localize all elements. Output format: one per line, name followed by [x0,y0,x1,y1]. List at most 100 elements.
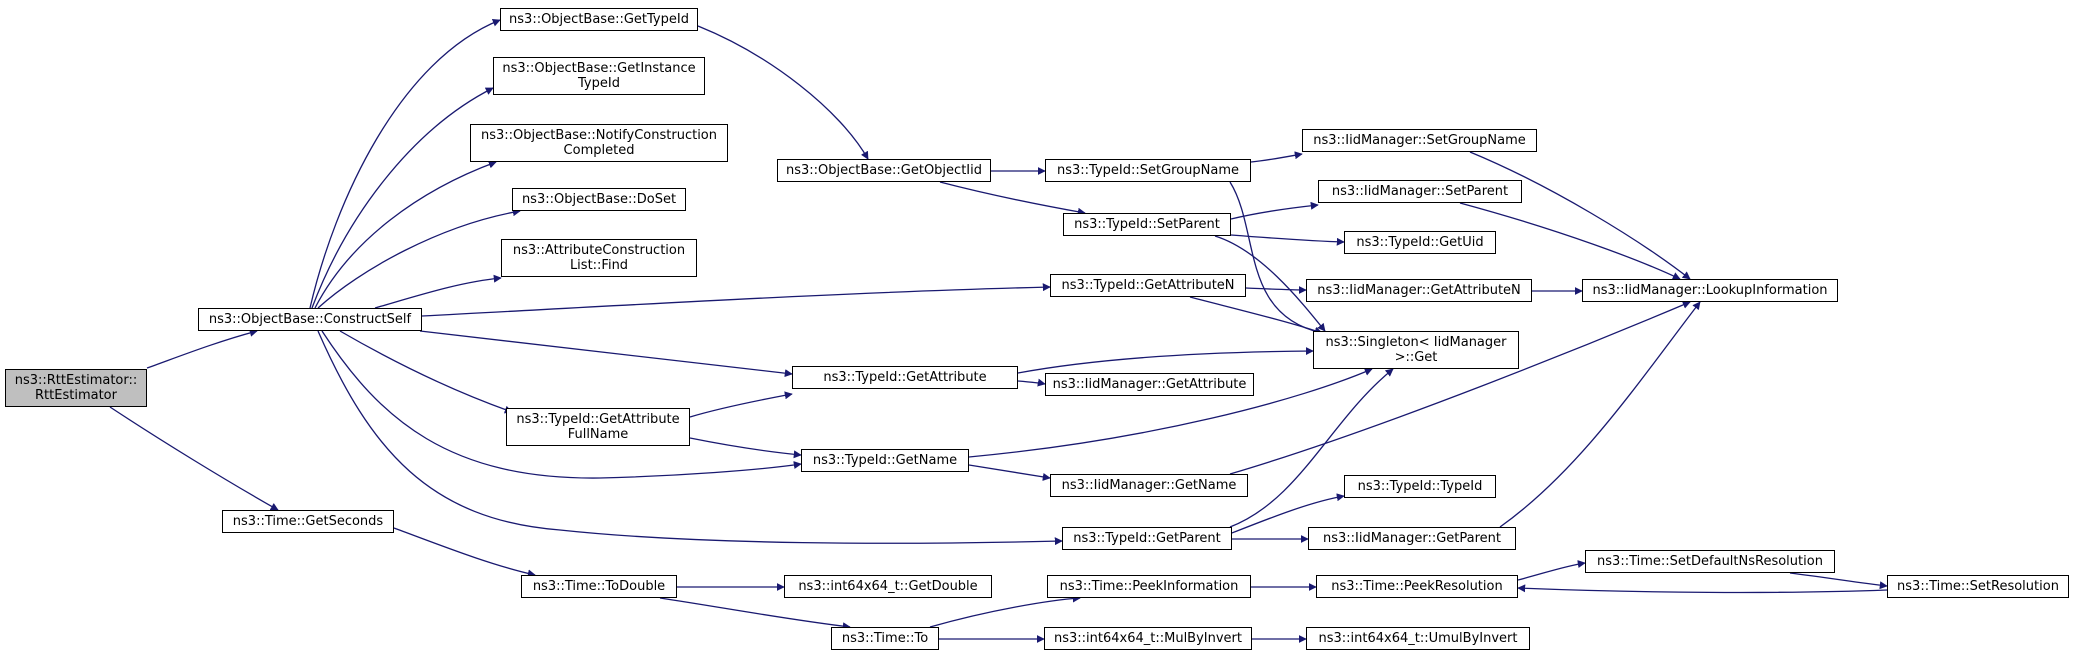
node-typeid-set-parent[interactable]: ns3::TypeId::SetParent [1063,213,1231,236]
edge-typeid-get-attribute-n-to-iid-get-attribute-n [1245,285,1307,294]
node-get-object-iid[interactable]: ns3::ObjectBase::GetObjectIid [777,159,991,182]
node-iid-get-attribute[interactable]: ns3::IidManager::GetAttribute [1045,373,1254,396]
node-label: ns3::ObjectBase::GetTypeId [509,12,689,27]
node-typeid-get-attribute-full-name[interactable]: ns3::TypeId::GetAttribute FullName [506,408,690,446]
node-label: ns3::Time::ToDouble [532,579,666,594]
node-time-set-default-ns-resolution[interactable]: ns3::Time::SetDefaultNsResolution [1585,550,1835,573]
node-label: ns3::ObjectBase::NotifyConstruction [481,128,717,143]
node-int64-get-double[interactable]: ns3::int64x64_t::GetDouble [784,575,992,598]
node-label: ns3::IidManager::GetAttribute [1052,377,1247,392]
edge-construct-self-to-typeid-get-attribute-full-name [339,330,513,414]
node-construct-self[interactable]: ns3::ObjectBase::ConstructSelf [198,308,422,331]
node-typeid-set-group-name[interactable]: ns3::TypeId::SetGroupName [1045,159,1251,182]
node-label: ns3::Time::SetDefaultNsResolution [1597,554,1823,569]
node-label: ns3::int64x64_t::UmulByInvert [1318,631,1518,646]
edge-construct-self-to-attr-construction-list-find [374,274,502,309]
edge-full-name-to-typeid-get-name [689,437,802,459]
node-label: ns3::TypeId::GetAttribute [516,412,680,427]
node-label: ns3::IidManager::GetName [1061,478,1237,493]
node-typeid-get-attribute[interactable]: ns3::TypeId::GetAttribute [792,366,1018,389]
node-label: ns3::IidManager::LookupInformation [1592,283,1828,298]
node-label: ns3::Time::SetResolution [1897,579,2059,594]
node-label: ns3::TypeId::GetName [812,453,958,468]
edge-get-object-iid-to-typeid-set-parent [939,181,1086,216]
edge-typeid-get-parent-to-singleton-get [1229,368,1394,528]
node-typeid-get-uid[interactable]: ns3::TypeId::GetUid [1344,231,1496,254]
node-get-instance-type-id[interactable]: ns3::ObjectBase::GetInstance TypeId [493,57,705,95]
node-label: ns3::Singleton< IidManager [1325,335,1507,350]
edge-iid-set-group-name-to-lookup [1469,151,1691,280]
edge-typeid-set-group-name-to-iid-set-group-name [1250,151,1303,163]
node-label: ns3::TypeId::GetParent [1073,531,1221,546]
node-label: ns3::ObjectBase::GetObjectIid [785,163,982,178]
node-attribute-construction-list-find[interactable]: ns3::AttributeConstruction List::Find [501,239,697,277]
edge-root-to-get-seconds [109,406,279,511]
node-iid-get-parent[interactable]: ns3::IidManager::GetParent [1308,527,1516,550]
node-label: ns3::TypeId::SetParent [1074,217,1220,232]
node-label: ns3::Time::PeekResolution [1331,579,1503,594]
node-label: ns3::TypeId::GetAttribute [823,370,987,385]
node-notify-construction-completed[interactable]: ns3::ObjectBase::NotifyConstruction Comp… [470,124,728,162]
node-label: ns3::IidManager::SetGroupName [1313,133,1526,148]
node-get-seconds[interactable]: ns3::Time::GetSeconds [222,510,394,533]
node-singleton-get[interactable]: ns3::Singleton< IidManager >::Get [1313,331,1519,369]
node-int64-umul-by-invert[interactable]: ns3::int64x64_t::UmulByInvert [1306,627,1530,650]
node-typeid-typeid[interactable]: ns3::TypeId::TypeId [1344,475,1496,498]
node-iid-get-name[interactable]: ns3::IidManager::GetName [1050,474,1248,497]
edge-construct-self-to-do-set [317,208,521,309]
edge-root-to-construct-self [146,328,258,369]
edge-iid-get-parent-to-lookup [1499,301,1701,528]
node-int64-mul-by-invert[interactable]: ns3::int64x64_t::MulByInvert [1044,627,1252,650]
edge-construct-self-to-notify-construction-completed [314,160,497,309]
edge-typeid-get-attribute-to-iid-get-attribute [1017,378,1046,387]
node-label: ns3::ObjectBase::ConstructSelf [208,312,412,327]
node-do-set[interactable]: ns3::ObjectBase::DoSet [512,188,686,211]
edge-peek-resolution-to-set-default-ns-resolution [1517,560,1586,581]
node-label: ns3::TypeId::TypeId [1357,479,1483,494]
edge-iid-get-name-to-lookup [1229,301,1691,475]
node-iid-set-group-name[interactable]: ns3::IidManager::SetGroupName [1302,129,1537,152]
node-typeid-get-attribute-n[interactable]: ns3::TypeId::GetAttributeN [1050,274,1246,297]
node-label: ns3::ObjectBase::GetInstance [502,61,696,76]
edge-construct-self-to-typeid-get-attribute [419,330,793,378]
node-time-peek-resolution[interactable]: ns3::Time::PeekResolution [1316,575,1518,598]
node-label: ns3::TypeId::GetAttributeN [1061,278,1235,293]
edge-time-to-to-peek-information [929,594,1081,628]
node-time-set-resolution[interactable]: ns3::Time::SetResolution [1887,575,2069,598]
node-iid-set-parent[interactable]: ns3::IidManager::SetParent [1318,180,1522,203]
edge-set-resolution-to-peek-resolution [1517,584,1888,594]
node-label: >::Get [1394,350,1438,365]
node-label: ns3::RttEstimator:: [14,373,138,388]
edge-typeid-set-group-name-to-singleton-get [1229,181,1323,336]
edge-typeid-get-parent-to-typeid-typeid [1231,493,1345,534]
node-iid-get-attribute-n[interactable]: ns3::IidManager::GetAttributeN [1306,279,1532,302]
node-get-type-id[interactable]: ns3::ObjectBase::GetTypeId [500,8,698,31]
edge-construct-self-to-typeid-get-attribute-n [421,283,1051,317]
node-label: ns3::int64x64_t::GetDouble [798,579,978,594]
node-time-peek-information[interactable]: ns3::Time::PeekInformation [1047,575,1251,598]
node-label: ns3::ObjectBase::DoSet [521,192,677,207]
node-iid-lookup-information[interactable]: ns3::IidManager::LookupInformation [1582,279,1838,302]
node-time-to[interactable]: ns3::Time::To [831,627,939,650]
edge-typeid-get-name-to-iid-get-name [968,464,1051,481]
edge-get-type-id-to-get-object-iid [697,25,869,160]
edge-typeid-set-parent-to-singleton-get [1214,235,1326,332]
edge-get-seconds-to-time-to-double [393,527,536,578]
node-label: ns3::IidManager::GetParent [1322,531,1502,546]
node-label: ns3::IidManager::SetParent [1331,184,1509,199]
node-label: ns3::int64x64_t::MulByInvert [1053,631,1242,646]
edge-typeid-get-attribute-n-to-singleton-get [1189,296,1323,335]
edge-typeid-get-attribute-to-singleton-get [1017,347,1314,374]
edge-typeid-set-parent-to-typeid-get-uid [1230,234,1345,246]
edge-iid-set-parent-to-lookup [1459,202,1681,280]
edge-typeid-set-parent-to-iid-set-parent [1230,201,1319,220]
node-time-to-double[interactable]: ns3::Time::ToDouble [521,575,677,598]
node-label: ns3::Time::GetSeconds [232,514,384,529]
node-label: ns3::AttributeConstruction [512,243,686,258]
node-typeid-get-parent[interactable]: ns3::TypeId::GetParent [1062,527,1232,550]
node-label: ns3::TypeId::SetGroupName [1056,163,1240,178]
edge-time-to-double-to-time-to [659,597,851,631]
edge-construct-self-to-get-instance-type-id [311,87,494,309]
node-typeid-get-name[interactable]: ns3::TypeId::GetName [801,449,969,472]
edge-construct-self-to-typeid-get-parent [317,330,1063,546]
